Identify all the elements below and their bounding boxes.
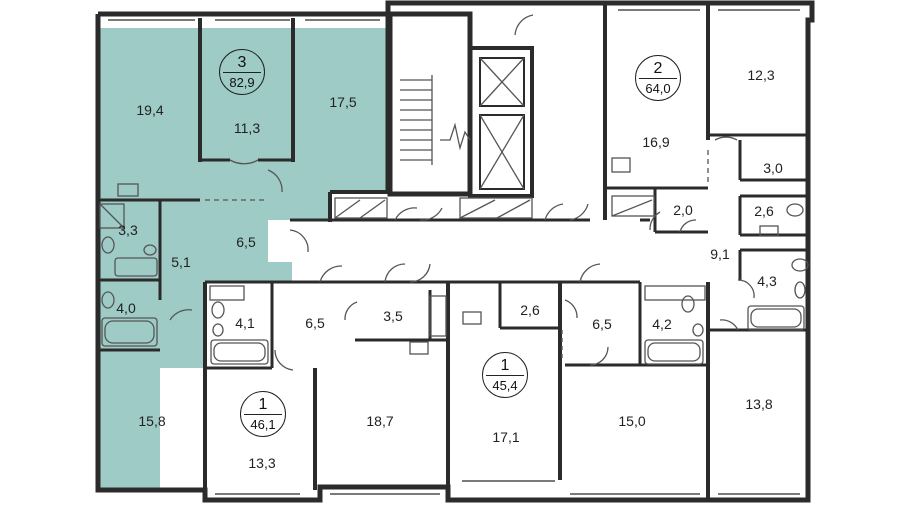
badge-divider xyxy=(223,72,261,73)
badge-divider xyxy=(639,78,677,79)
room-area-label: 4,3 xyxy=(757,273,777,289)
room-area-label: 18,7 xyxy=(366,413,394,429)
room-area-label: 2,0 xyxy=(673,202,693,218)
apartment-rooms: 1 xyxy=(500,357,510,374)
apartment-badge-1-left[interactable]: 1 46,1 xyxy=(240,391,286,437)
room-area-label: 4,2 xyxy=(652,316,672,332)
room-area-label: 15,8 xyxy=(138,413,166,429)
room-area-label: 9,1 xyxy=(710,246,730,262)
apartment-3-highlight[interactable] xyxy=(98,28,388,490)
room-area-label: 3,5 xyxy=(383,308,403,324)
badge-divider xyxy=(244,414,282,415)
staircase xyxy=(400,75,471,165)
fixtures xyxy=(99,14,809,371)
room-area-label: 16,9 xyxy=(642,134,670,150)
room-area-label: 2,6 xyxy=(754,203,774,219)
apartment-badge-2[interactable]: 2 64,0 xyxy=(635,55,681,101)
room-area-label: 6,5 xyxy=(305,315,325,331)
room-area-label: 3,3 xyxy=(118,222,138,238)
apartment-rooms: 3 xyxy=(237,54,247,71)
apartment-rooms: 1 xyxy=(258,396,268,413)
apartment-area: 45,4 xyxy=(492,378,518,393)
room-area-label: 6,5 xyxy=(236,234,256,250)
room-area-label: 13,3 xyxy=(248,455,276,471)
room-area-label: 4,0 xyxy=(116,300,136,316)
room-area-label: 6,5 xyxy=(592,316,612,332)
room-area-label: 17,5 xyxy=(329,94,357,110)
apartment-badge-3[interactable]: 3 82,9 xyxy=(219,49,265,95)
walls xyxy=(95,0,815,503)
room-area-label: 12,3 xyxy=(747,67,775,83)
apartment-badge-1-center[interactable]: 1 45,4 xyxy=(482,352,528,398)
badge-divider xyxy=(486,375,524,376)
room-area-label: 11,3 xyxy=(233,120,261,136)
room-area-label: 19,4 xyxy=(136,102,164,118)
apartment-rooms: 2 xyxy=(653,60,663,77)
room-area-label: 15,0 xyxy=(618,413,646,429)
room-area-label: 17,1 xyxy=(492,429,520,445)
room-area-label: 3,0 xyxy=(763,160,783,176)
apartment-area: 64,0 xyxy=(645,81,671,96)
room-area-label: 5,1 xyxy=(171,254,191,270)
room-area-label: 4,1 xyxy=(235,315,255,331)
apartment-area: 46,1 xyxy=(250,417,276,432)
room-area-label: 13,8 xyxy=(745,396,773,412)
room-area-label: 2,6 xyxy=(520,302,540,318)
apartment-area: 82,9 xyxy=(229,75,255,90)
